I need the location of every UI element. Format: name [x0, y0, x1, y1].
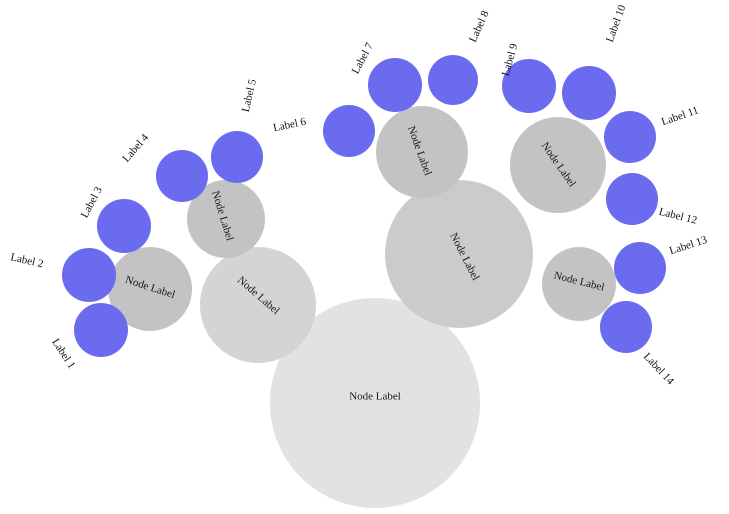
- leaf-label: Label 8: [467, 9, 492, 45]
- leaf-circle[interactable]: [74, 303, 128, 357]
- node-circle[interactable]: [510, 117, 606, 213]
- leaf-circle[interactable]: [604, 111, 656, 163]
- leaf-label: Label 1: [49, 337, 77, 371]
- leaf-label: Label 11: [660, 104, 700, 128]
- node-circle[interactable]: [376, 106, 468, 198]
- leaf-circle[interactable]: [502, 59, 556, 113]
- node-circle[interactable]: [108, 247, 192, 331]
- leaf-circle[interactable]: [211, 131, 263, 183]
- leaf-circle[interactable]: [323, 105, 375, 157]
- node-circle[interactable]: [187, 180, 265, 258]
- leaf-label: Label 10: [604, 3, 629, 44]
- leaf-label: Label 14: [641, 351, 677, 388]
- node-label: Node Label: [349, 391, 401, 403]
- leaf-label: Label 12: [658, 206, 699, 227]
- leaf-circle[interactable]: [97, 199, 151, 253]
- leaf-label: Label 5: [240, 78, 259, 114]
- node-circle[interactable]: [270, 298, 480, 508]
- leaf-circle[interactable]: [562, 66, 616, 120]
- leaf-circle[interactable]: [156, 150, 208, 202]
- internal-node-layer: [108, 106, 616, 508]
- leaf-label: Label 6: [272, 116, 308, 135]
- leaf-circle[interactable]: [368, 58, 422, 112]
- leaf-label: Label 2: [9, 251, 44, 270]
- leaf-node-layer: [62, 55, 666, 357]
- leaf-label: Label 13: [668, 234, 709, 258]
- leaf-circle[interactable]: [62, 248, 116, 302]
- node-circle[interactable]: [542, 247, 616, 321]
- node-circle[interactable]: [200, 247, 316, 363]
- leaf-label: Label 4: [120, 131, 151, 164]
- leaf-circle[interactable]: [428, 55, 478, 105]
- leaf-circle[interactable]: [614, 242, 666, 294]
- leaf-circle[interactable]: [606, 173, 658, 225]
- node-circle[interactable]: [385, 180, 533, 328]
- leaf-circle[interactable]: [600, 301, 652, 353]
